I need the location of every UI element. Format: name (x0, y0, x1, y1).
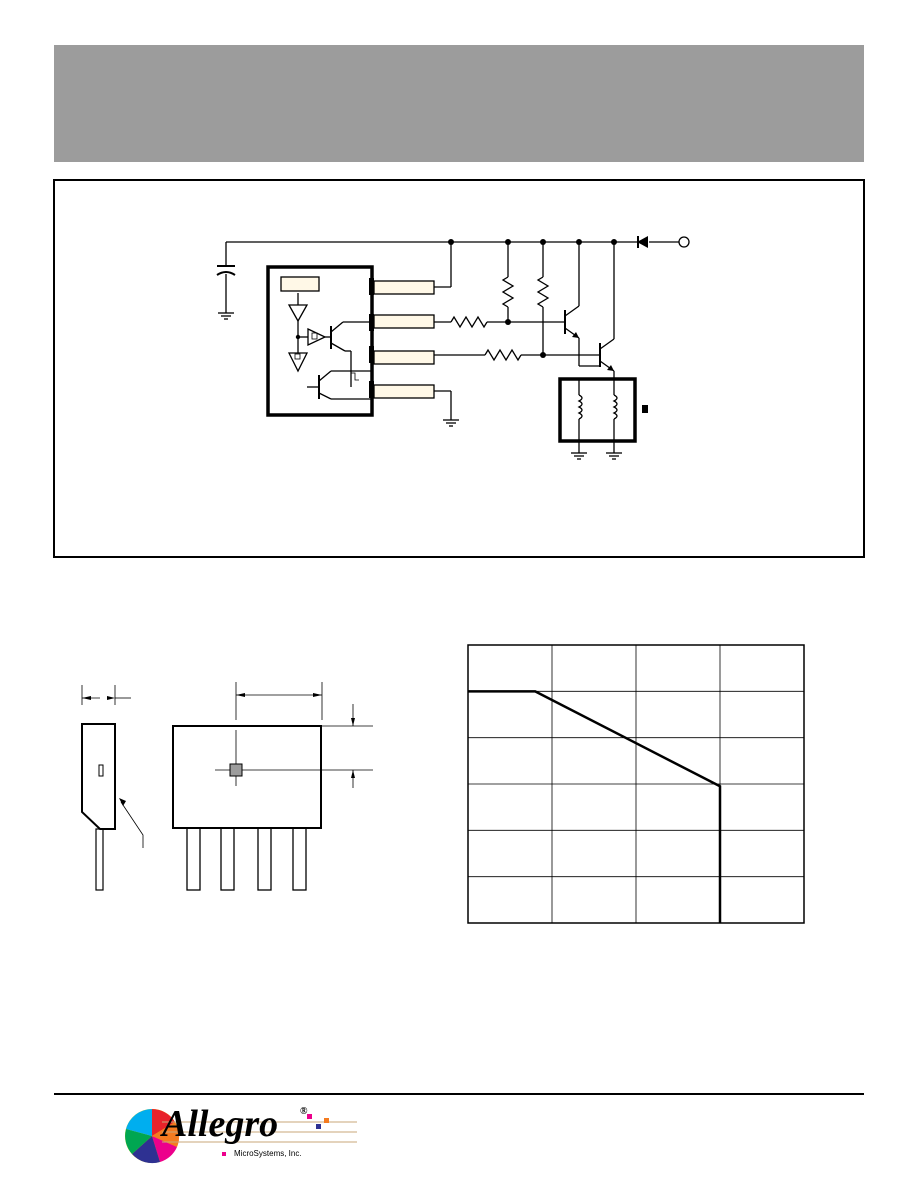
logo-subtext: MicroSystems, Inc. (234, 1149, 302, 1158)
logo-registered-mark: ® (300, 1106, 308, 1117)
package-outline-drawing (81, 682, 373, 891)
schematic-drawing (216, 236, 690, 460)
footer-rule (54, 1093, 864, 1095)
header-bar (54, 45, 864, 162)
logo-wordmark: Allegro (162, 1103, 279, 1145)
typical-application-schematic (53, 179, 865, 558)
allegro-logo: Allegro ® MicroSystems, Inc. (122, 1102, 367, 1168)
power-derating-chart (467, 644, 805, 924)
logo-rainbow-icon (125, 1109, 357, 1164)
chart-derating-line (468, 690, 722, 923)
